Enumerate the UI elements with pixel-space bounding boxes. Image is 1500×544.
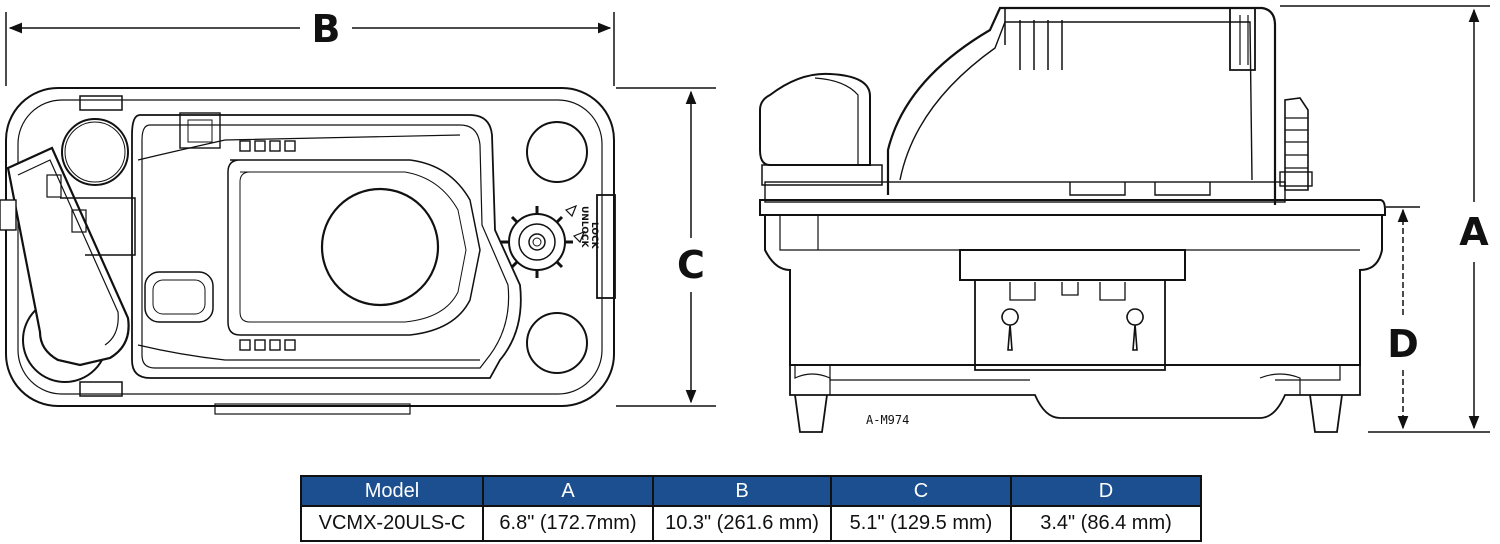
lock-arrow-icon (572, 230, 586, 244)
dimension-label-c: C (677, 243, 705, 287)
header-b: B (652, 475, 832, 507)
top-view (0, 87, 616, 415)
dimension-label-a: A (1459, 210, 1489, 254)
motor-cover (886, 6, 1277, 205)
basin-outline (131, 114, 522, 379)
cell-c: 5.1" (129.5 mm) (830, 505, 1012, 542)
drawing-code: A-M974 (866, 413, 909, 427)
corner-hole-circle (526, 121, 588, 183)
cell-d: 3.4" (86.4 mm) (1010, 505, 1202, 542)
corner-hole-circle (526, 312, 588, 374)
header-c: C (830, 475, 1012, 507)
table-header-row: Model A B C D (300, 475, 1202, 507)
keyhole-slot-icon (1126, 308, 1144, 351)
dimension-label-d: D (1387, 322, 1419, 366)
float-circle (320, 187, 440, 307)
dimension-b (5, 12, 615, 86)
header-a: A (482, 475, 654, 507)
top-view-outline (5, 87, 615, 407)
keyhole-slot-icon (1001, 308, 1019, 351)
side-view (759, 6, 1386, 433)
header-model: Model (300, 475, 484, 507)
dimension-c (616, 87, 716, 407)
lock-knob (501, 206, 573, 278)
dimension-d (1386, 206, 1420, 430)
table-row: VCMX-20ULS-C 6.8" (172.7mm) 10.3" (261.6… (300, 505, 1202, 542)
header-d: D (1010, 475, 1202, 507)
dimension-a (1280, 5, 1490, 433)
lock-label: LOCK (589, 222, 599, 250)
inlet-elbow (0, 146, 130, 367)
corner-hole-circle (61, 118, 129, 186)
cell-a: 6.8" (172.7mm) (482, 505, 654, 542)
unlock-label: UNLOCK (579, 206, 589, 249)
unlock-arrow-icon (564, 204, 578, 218)
dimension-label-b: B (312, 7, 341, 51)
cell-model: VCMX-20ULS-C (300, 505, 484, 542)
cell-b: 10.3" (261.6 mm) (652, 505, 832, 542)
discharge-barb (1279, 97, 1313, 191)
dimensions-table: Model A B C D VCMX-20ULS-C 6.8" (172.7mm… (300, 475, 1202, 542)
tank-body (764, 215, 1383, 366)
